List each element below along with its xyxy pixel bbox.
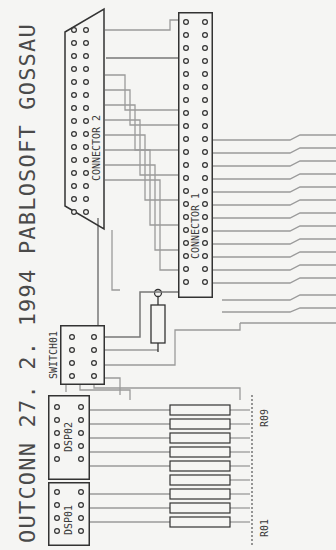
resistor-ref: R09 — [260, 409, 270, 427]
pcb-trace — [106, 57, 178, 59]
component-name: CONNECTOR 2 — [92, 113, 102, 183]
component-name: CONNECTOR 1 — [191, 191, 201, 261]
display-package: DSP02 — [48, 395, 90, 480]
component-name: DSP01 — [64, 503, 74, 537]
board-title: OUTCONN 27. 2. 1994 PABLOSOFT GOSSAU — [17, 23, 39, 543]
resistor-ref: R01 — [260, 519, 270, 537]
switch-package: SWITCH01 — [60, 325, 105, 385]
component-name: DSP02 — [64, 420, 74, 454]
component-name: SWITCH01 — [49, 329, 59, 381]
pcb-trace — [97, 218, 99, 325]
display-package: DSP01 — [48, 482, 90, 546]
component-outline — [60, 325, 105, 385]
pcb-trace — [105, 292, 178, 337]
connector-header: CONNECTOR 1 — [178, 12, 213, 298]
connector-dsub: CONNECTOR 2 — [62, 8, 106, 230]
